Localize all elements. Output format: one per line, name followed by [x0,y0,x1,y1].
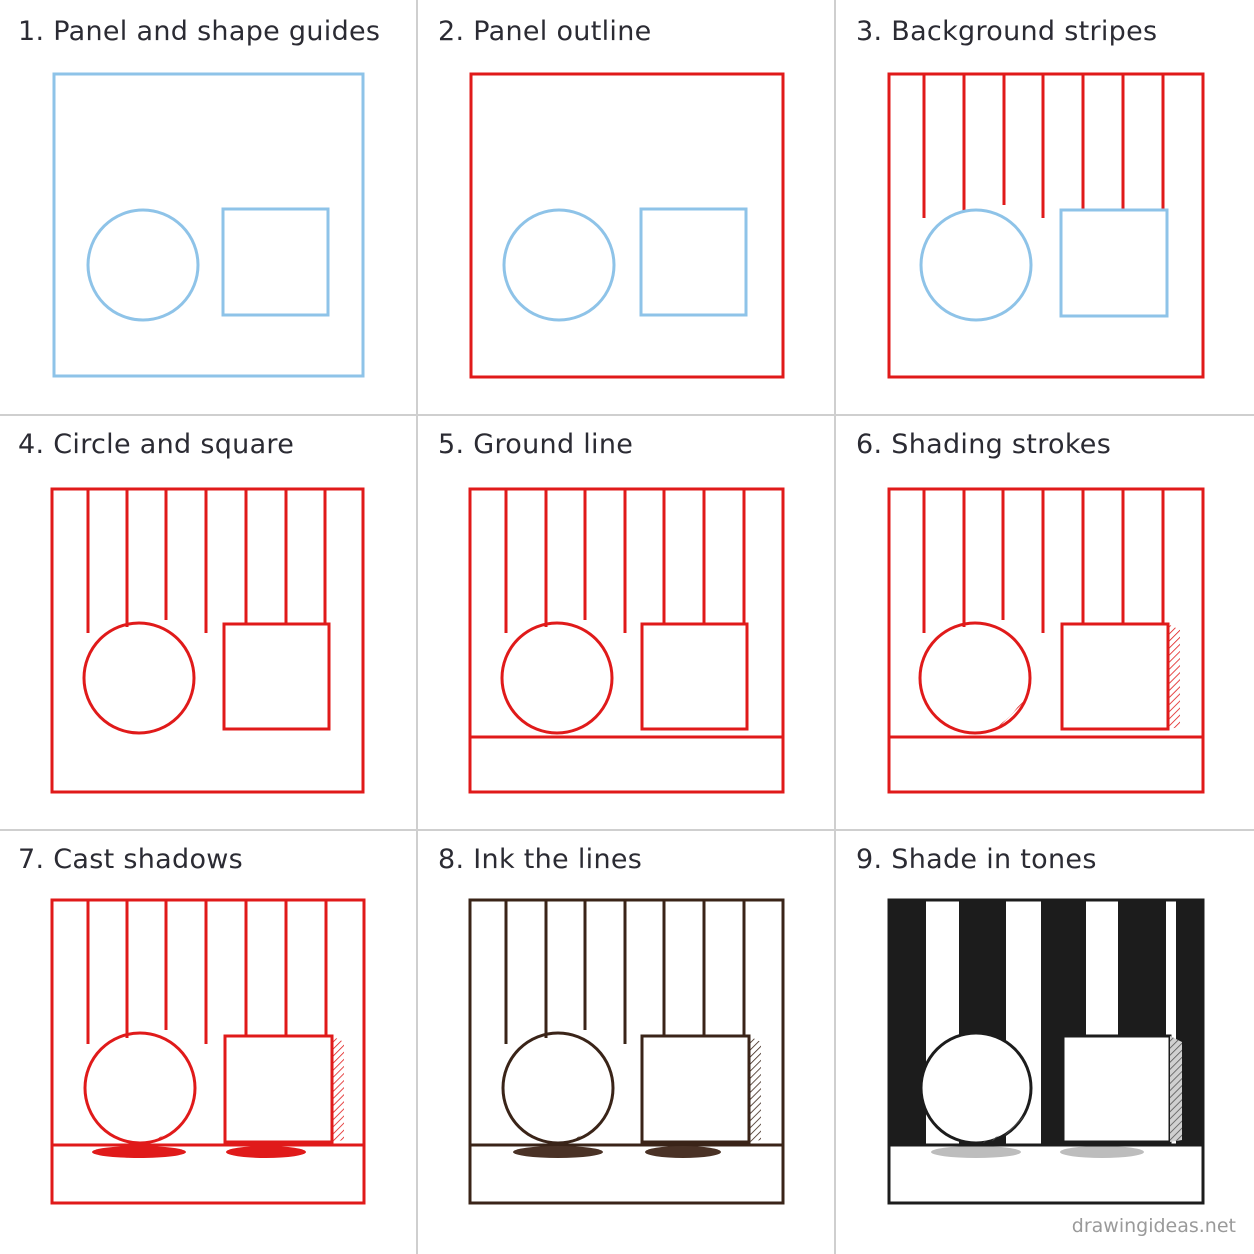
background-stripes [922,489,1165,633]
square [640,622,749,731]
step-5-title: 5. Ground line [438,429,633,460]
step-5-drawing [468,487,785,794]
step-5: 5. Ground line [438,429,785,794]
background-stripes [86,900,328,1044]
step-3-drawing [887,72,1205,379]
circle [919,1031,1033,1145]
background-stripes [922,74,1165,218]
square-side-shading [1168,624,1180,729]
background-stripes [504,489,746,633]
circle-cast-shadow [513,1146,603,1158]
square-side-shading [749,1036,761,1142]
circle [501,1031,615,1145]
square-guide [221,207,330,317]
step-1-drawing [52,72,365,378]
circle-shading [976,700,1026,733]
step-8: 8. Ink the lines [438,844,785,1205]
square-cast-shadow [1060,1146,1144,1158]
step-9: 9. Shade in tones [856,844,1205,1205]
panel-guide [52,72,365,378]
square-side-shading [332,1036,344,1142]
circle [83,1031,197,1145]
step-3: 3. Background stripes [856,16,1205,379]
step-1: 1. Panel and shape guides [18,16,380,378]
panel-outline [469,72,785,379]
background-stripes [86,489,327,633]
square-guide [1059,208,1169,318]
background-stripes [504,900,746,1044]
panel-outline [887,898,1205,1205]
square-guide [639,207,748,317]
circle-guide [502,208,616,322]
step-3-title: 3. Background stripes [856,16,1157,47]
step-6-drawing [887,487,1205,794]
circle [918,621,1032,735]
step-7-title: 7. Cast shadows [18,844,243,875]
square [640,1034,751,1144]
circle-shading [141,1110,191,1143]
watermark: drawingideas.net [1072,1215,1236,1237]
square-cast-shadow [645,1146,721,1158]
square [1061,1034,1172,1144]
circle-shading [559,1110,609,1143]
step-1-title: 1. Panel and shape guides [18,16,380,47]
step-7: 7. Cast shadows [18,844,366,1205]
step-2-drawing [469,72,785,379]
panel-outline [50,898,366,1205]
square [222,622,331,731]
circle-cast-shadow [92,1146,186,1158]
step-9-title: 9. Shade in tones [856,844,1097,875]
step-6-title: 6. Shading strokes [856,429,1111,460]
step-8-drawing [468,898,785,1205]
circle-shading [977,1110,1027,1143]
square [223,1034,334,1144]
step-4: 4. Circle and square [18,429,365,794]
circle-cast-shadow [931,1146,1021,1158]
square [1060,622,1170,731]
step-7-drawing [50,898,366,1205]
circle-guide [86,208,200,322]
step-9-drawing [887,898,1205,1205]
panel-outline [887,487,1205,794]
step-8-title: 8. Ink the lines [438,844,642,875]
step-2: 2. Panel outline [438,16,785,379]
panel-outline [887,72,1205,379]
square-cast-shadow [226,1146,306,1158]
step-4-drawing [50,487,365,794]
circle-guide [919,208,1033,322]
circle [82,621,196,735]
step-4-title: 4. Circle and square [18,429,294,460]
step-2-title: 2. Panel outline [438,16,652,47]
circle [500,621,614,735]
step-6: 6. Shading strokes [856,429,1205,794]
